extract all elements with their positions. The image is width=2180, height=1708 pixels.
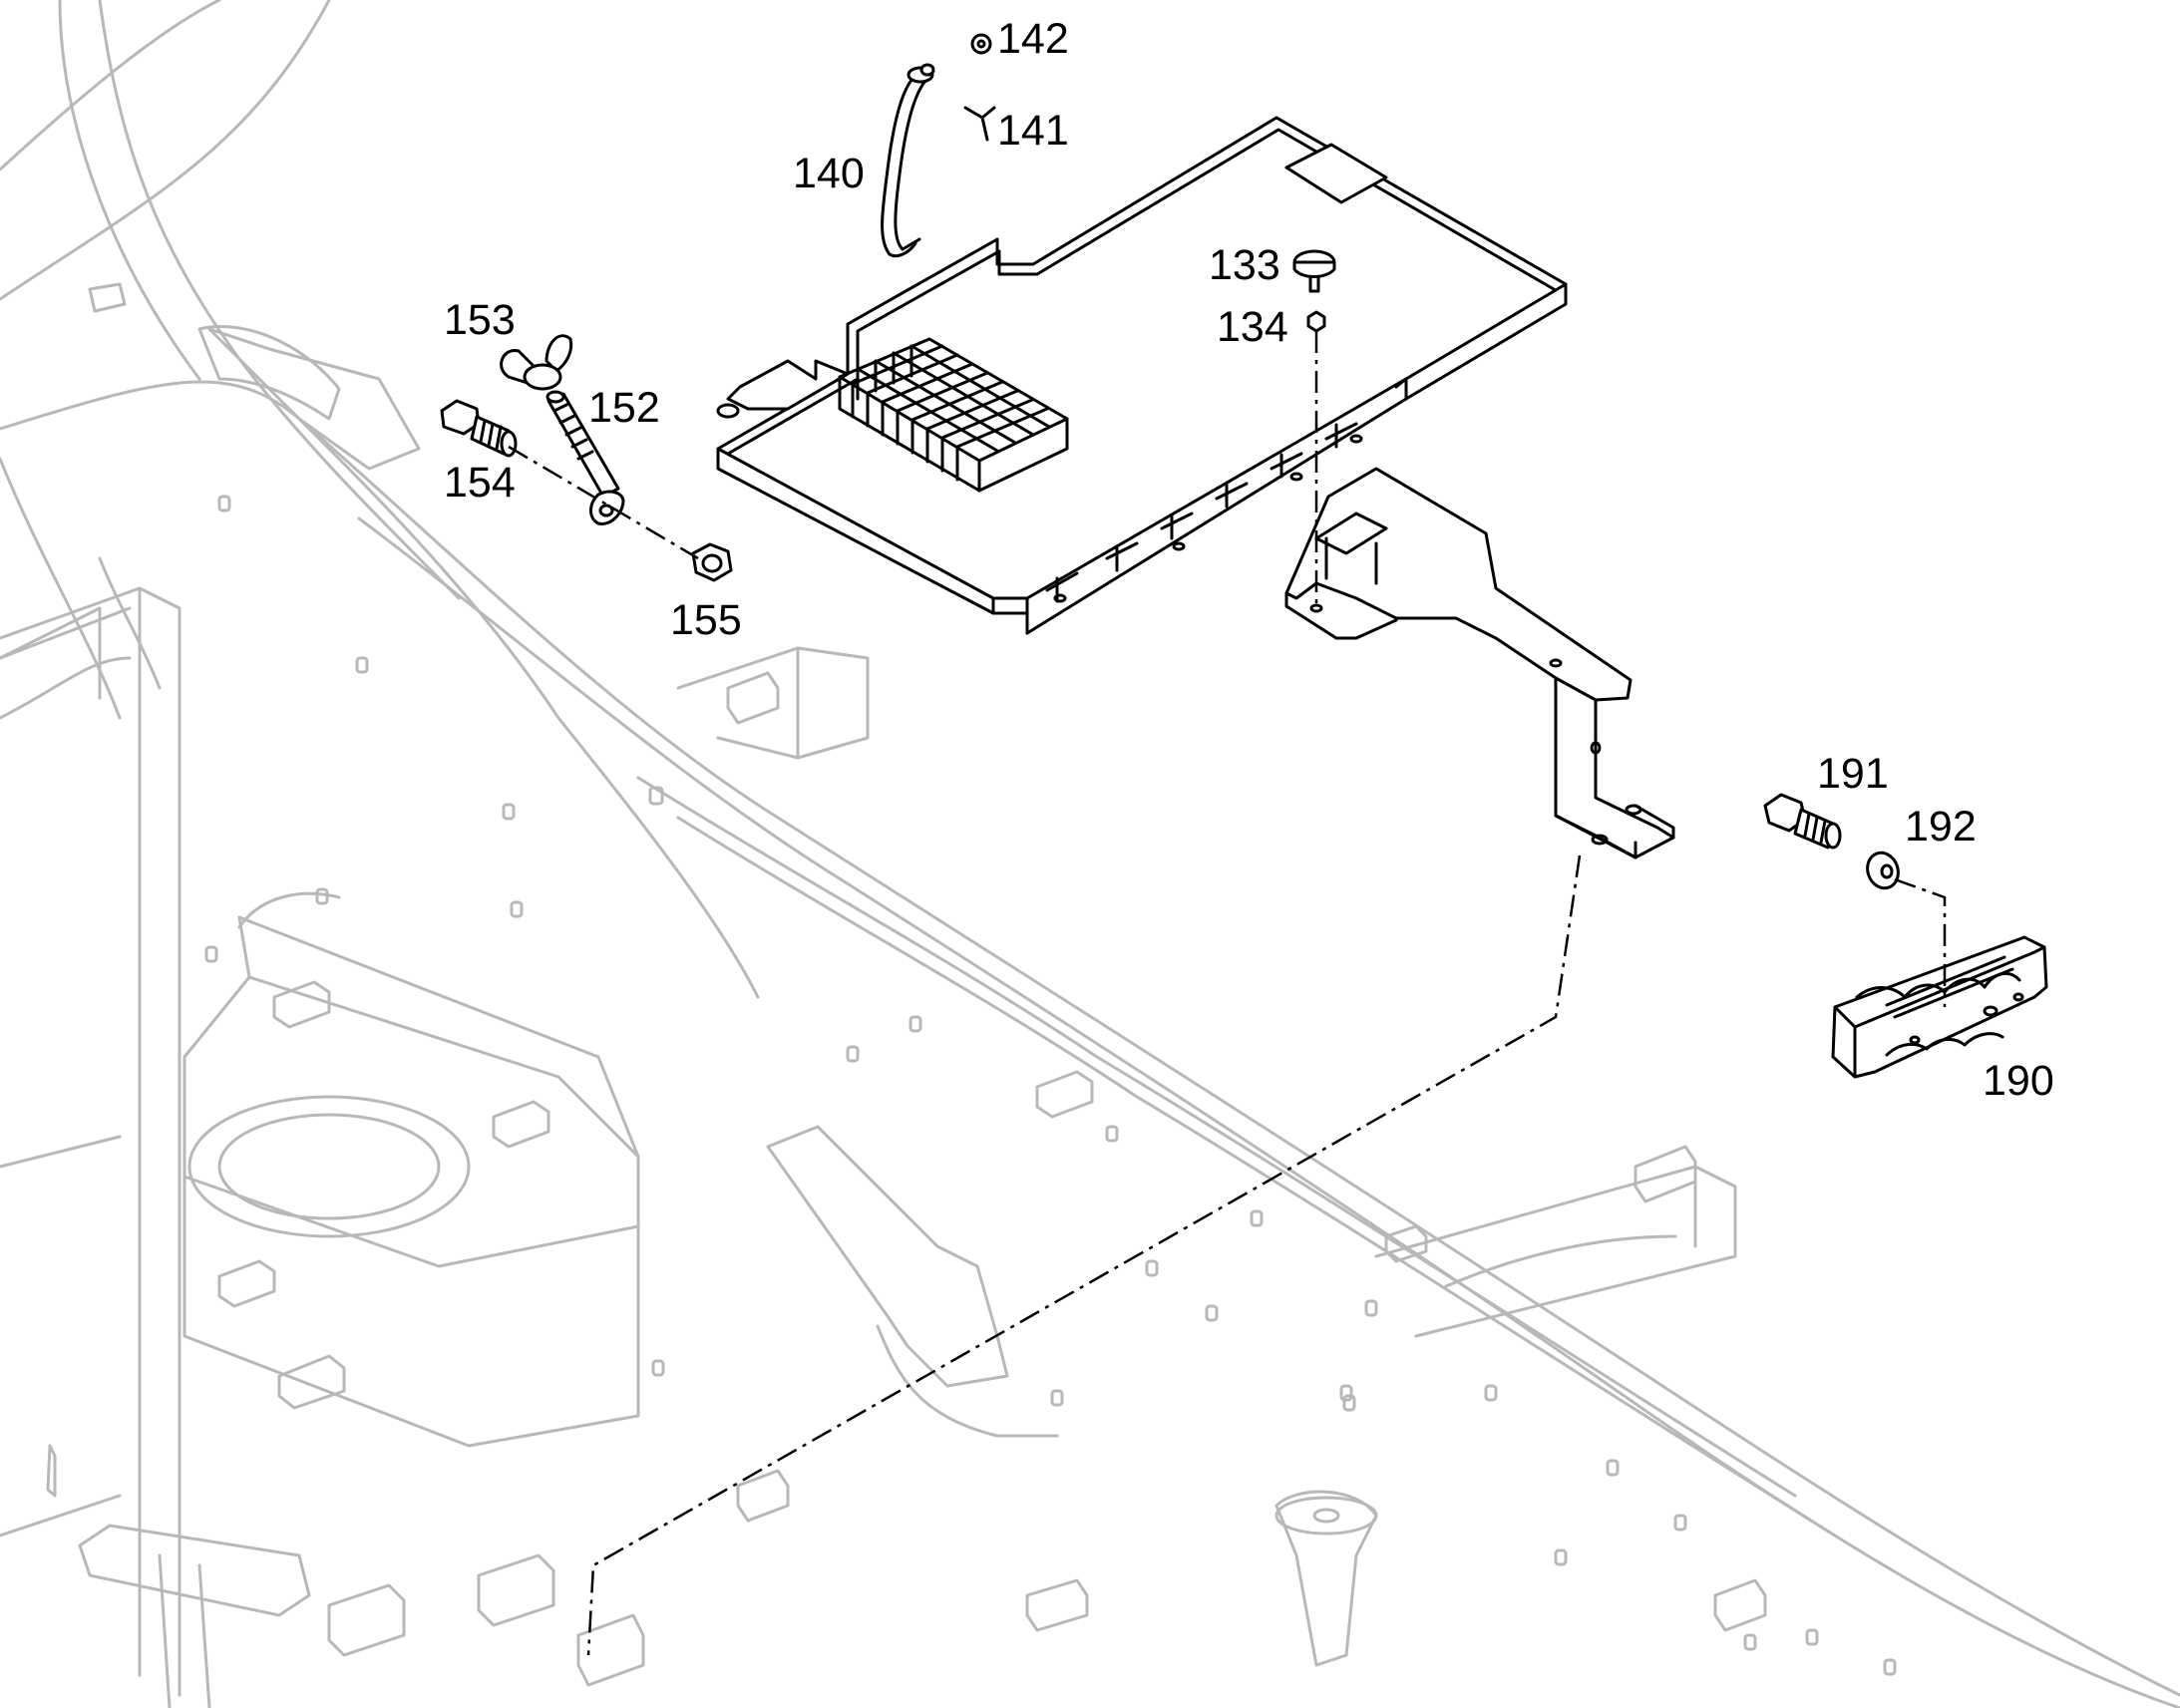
part-142-washer xyxy=(970,33,992,55)
part-133-knob xyxy=(1292,249,1336,293)
battery-tray xyxy=(716,116,1568,635)
assembly-leader-lines xyxy=(508,331,1947,1656)
callout-154: 154 xyxy=(444,459,516,507)
part-153-wing-nut xyxy=(500,334,573,391)
leader-192-to-190 xyxy=(1894,877,1947,1007)
part-141-clip xyxy=(963,106,996,142)
callout-133: 133 xyxy=(1209,241,1280,289)
part-134-nut xyxy=(1306,310,1326,333)
leader-154-to-155 xyxy=(508,445,699,560)
callout-140: 140 xyxy=(793,150,865,197)
frame-lugs xyxy=(46,671,1767,1687)
part-191-bolt xyxy=(1763,793,1842,850)
part-140-handle-rod xyxy=(881,63,935,258)
frame-rivets xyxy=(204,495,1897,1676)
callout-190: 190 xyxy=(1983,1057,2054,1105)
callout-141: 141 xyxy=(997,107,1069,155)
callout-192: 192 xyxy=(1905,803,1977,851)
part-190-step xyxy=(1831,935,2048,1079)
callout-142: 142 xyxy=(997,15,1069,63)
callout-155: 155 xyxy=(670,596,742,644)
tray-grid xyxy=(838,337,1069,493)
part-155-hex-nut xyxy=(691,542,733,582)
callout-152: 152 xyxy=(588,384,660,432)
part-154-bolt xyxy=(440,399,518,458)
callout-134: 134 xyxy=(1217,303,1288,351)
leader-bracket-to-frame xyxy=(586,854,1582,1656)
callout-153: 153 xyxy=(444,296,516,344)
part-192-washer xyxy=(1866,851,1900,890)
tray-support-bracket xyxy=(1284,467,1675,859)
part-152-threaded-rod xyxy=(545,390,625,525)
callout-191: 191 xyxy=(1817,750,1889,798)
part-callouts: 142 141 140 133 134 153 152 154 155 191 … xyxy=(444,15,2054,1105)
